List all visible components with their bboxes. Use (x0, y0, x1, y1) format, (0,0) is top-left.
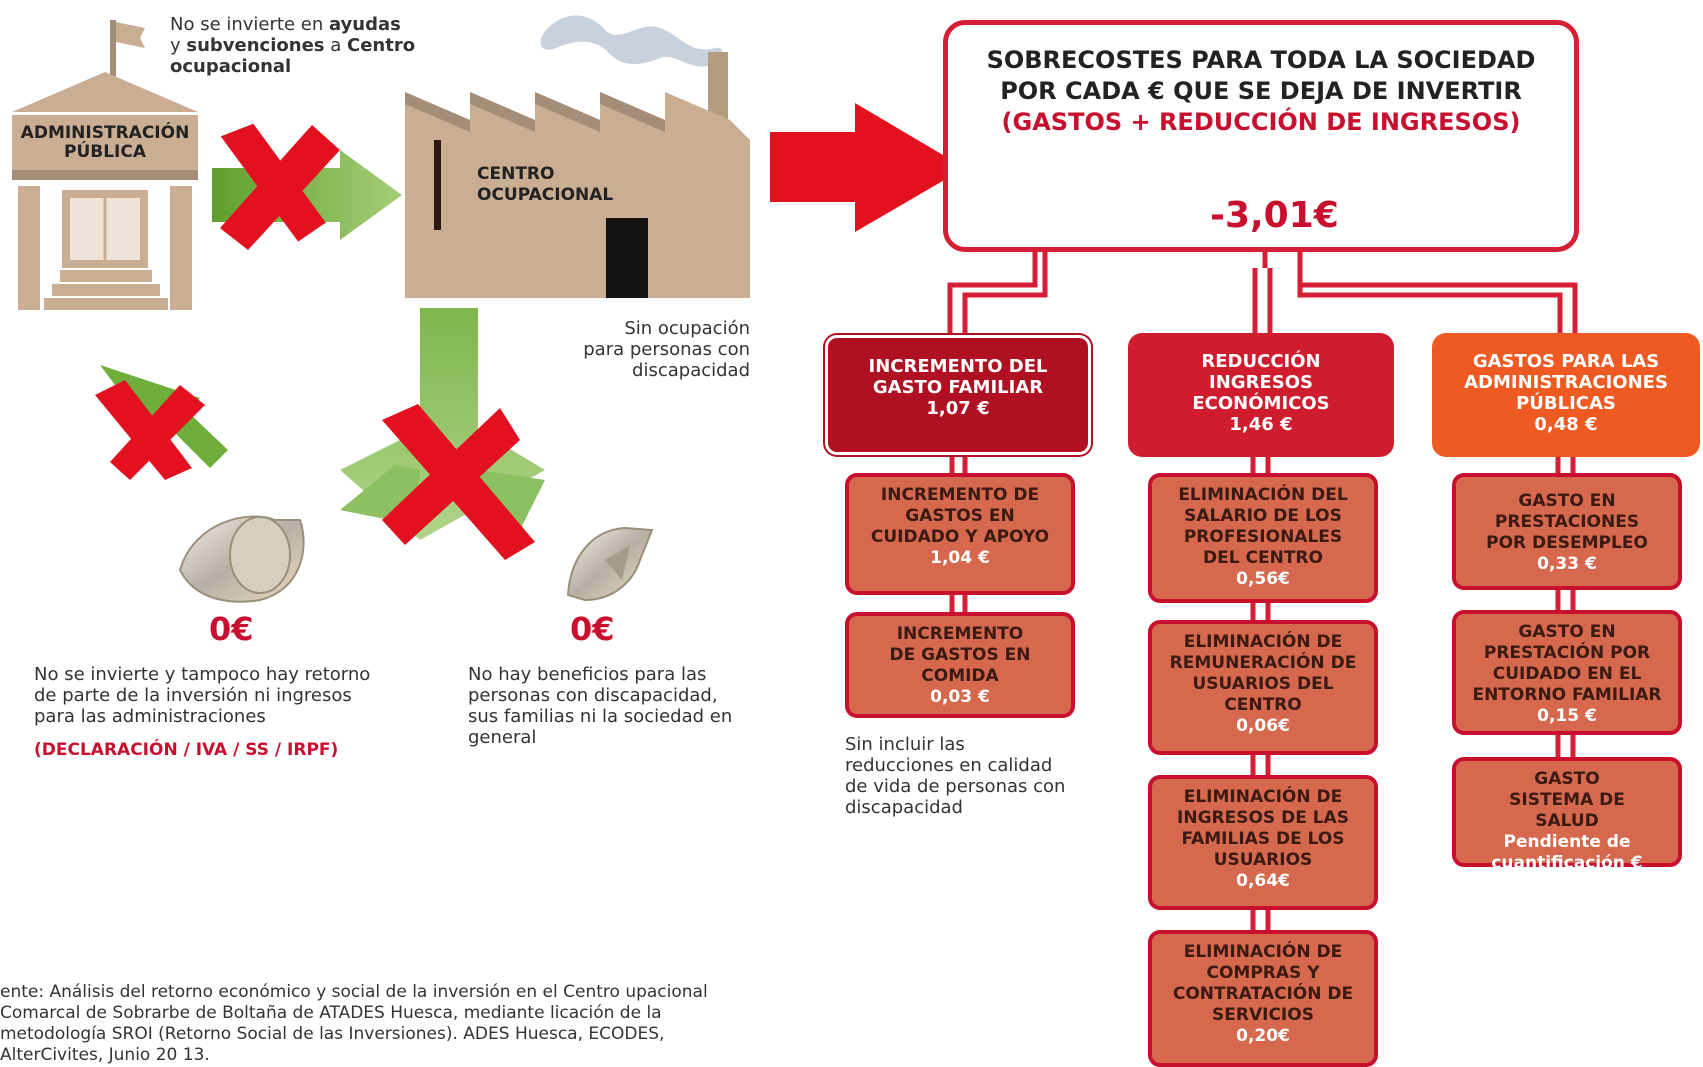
note-no-return: No se invierte y tampoco hay retorno de … (34, 664, 371, 727)
category-public-admin-spending: GASTOS PARA LAS ADMINISTRACIONES PÚBLICA… (1434, 335, 1698, 455)
note-no-benefits: No hay beneficios para las personas con … (468, 664, 733, 748)
sub-family-income: ELIMINACIÓN DE INGRESOS DE LAS FAMILIAS … (1148, 775, 1378, 910)
zero-value-1: 0€ (209, 610, 254, 648)
smoke-icon (540, 15, 723, 67)
factory-icon (405, 52, 750, 298)
main-value: -3,01€ (1210, 195, 1339, 236)
cross-icon-2 (382, 404, 535, 560)
big-red-arrow (770, 103, 965, 232)
cross-icon-3 (95, 380, 205, 480)
factory-note: Sin ocupación para personas con discapac… (583, 318, 750, 381)
tax-tag: (DECLARACIÓN / IVA / SS / IRPF) (34, 740, 339, 760)
cross-icon (220, 123, 340, 250)
factory-label: CENTRO OCUPACIONAL (477, 164, 614, 205)
sub-staff-salary: ELIMINACIÓN DEL SALARIO DE LOS PROFESION… (1148, 473, 1378, 603)
main-subtitle: (GASTOS + REDUCCIÓN DE INGRESOS) (1001, 108, 1521, 136)
sub-user-pay: ELIMINACIÓN DE REMUNERACIÓN DE USUARIOS … (1148, 620, 1378, 755)
sub-family-care-benefit: GASTO EN PRESTACIÓN POR CUIDADO EN EL EN… (1452, 610, 1682, 735)
admin-label: ADMINISTRACIÓN PÚBLICA (20, 123, 190, 162)
source-note: ente: Análisis del retorno económico y s… (0, 982, 708, 1065)
government-building-icon (12, 20, 198, 310)
coin-icon-2 (566, 526, 654, 602)
sub-purchases: ELIMINACIÓN DE COMPRAS Y CONTRATACIÓN DE… (1148, 930, 1378, 1067)
zero-value-2: 0€ (570, 610, 615, 648)
admin-note: No se invierte en ayudas y subvenciones … (170, 14, 416, 77)
col1-note: Sin incluir las reducciones en calidad d… (845, 734, 1066, 818)
coin-icon (178, 515, 305, 603)
connector-lines (947, 252, 1578, 930)
